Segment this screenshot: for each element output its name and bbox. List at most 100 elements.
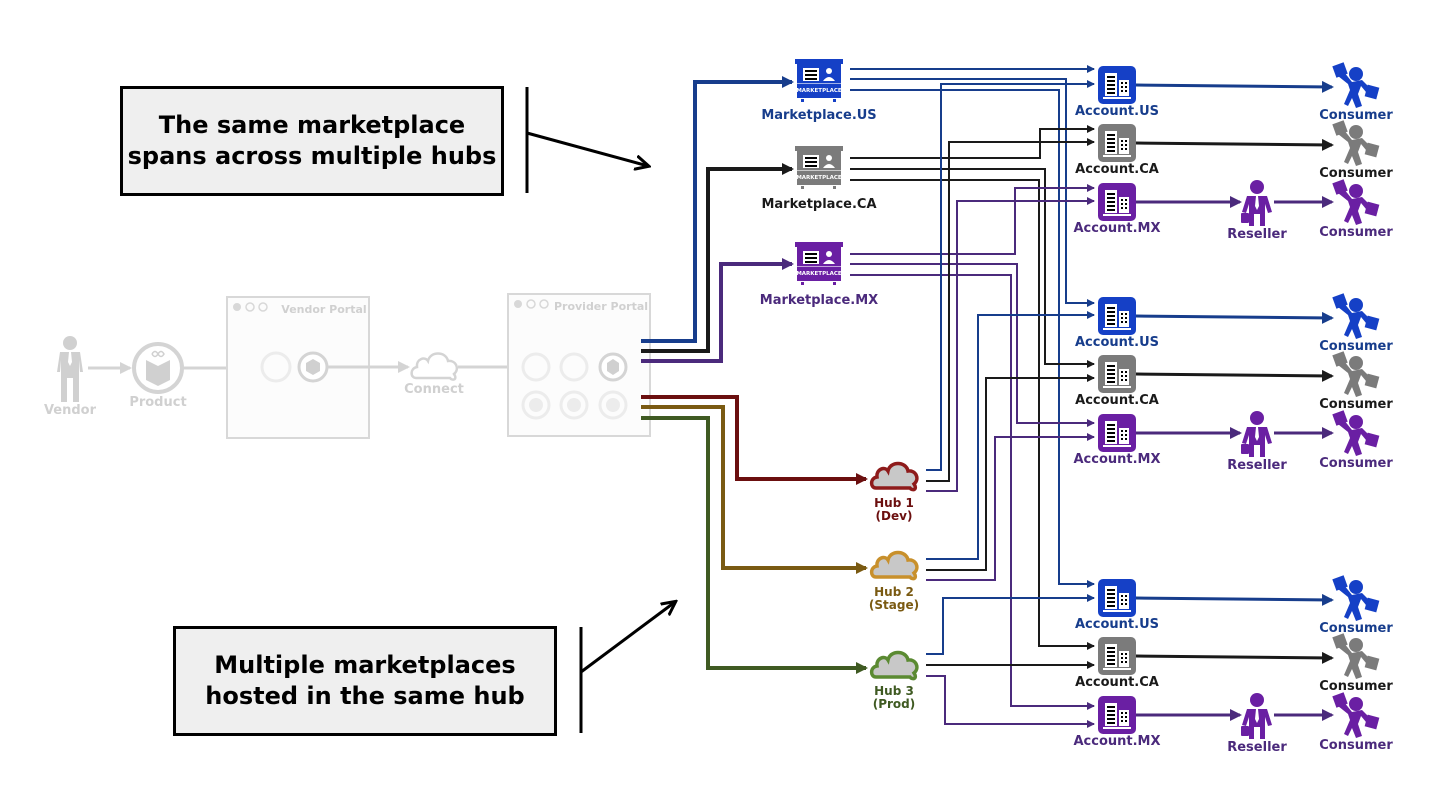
account-building-icon [1098, 66, 1136, 104]
reseller[interactable]: Reseller [1227, 693, 1287, 755]
consumer[interactable]: Consumer [1319, 179, 1393, 240]
account-building-icon [1098, 355, 1136, 393]
account-mx[interactable]: Account.MX [1073, 183, 1161, 236]
consumer[interactable]: Consumer [1319, 692, 1393, 753]
consumer-icon [1332, 575, 1380, 621]
reseller[interactable]: Reseller [1227, 411, 1287, 473]
account-label: Account.MX [1073, 734, 1160, 749]
account-to-consumer-link [1135, 80, 1334, 93]
marketplace-ca-label: Marketplace.CA [761, 197, 876, 212]
marketplace-mx[interactable]: MARKETPLACE Marketplace.MX [760, 242, 878, 308]
marketplace-badge: MARKETPLACE [796, 175, 842, 181]
provider-portal-label: Provider Portal [554, 300, 648, 313]
provider-to-hub-links [641, 395, 868, 674]
account-building-icon [1098, 414, 1136, 452]
account-label: Account.US [1075, 617, 1159, 632]
consumer-label: Consumer [1319, 166, 1393, 181]
hub-1[interactable]: Hub 1 (Dev) [869, 461, 919, 524]
reseller-label: Reseller [1227, 458, 1287, 473]
account-to-consumer-link [1135, 311, 1334, 324]
callout-bottom-line1: Multiple marketplaces [214, 651, 516, 679]
reseller-label: Reseller [1227, 740, 1287, 755]
account-building-icon [1098, 297, 1136, 335]
vendor-portal-label: Vendor Portal [281, 303, 366, 316]
account-to-consumer-link [1135, 593, 1334, 606]
account-building-icon [1098, 637, 1136, 675]
hub-2-cloud-icon [869, 550, 919, 581]
account-us[interactable]: Account.US [1075, 66, 1159, 119]
consumer[interactable]: Consumer [1319, 62, 1393, 123]
account-building-icon [1098, 183, 1136, 221]
consumer-icon [1332, 633, 1380, 679]
consumer-icon [1332, 62, 1380, 108]
product-icon [132, 342, 184, 394]
account-building-icon [1098, 696, 1136, 734]
account-us[interactable]: Account.US [1075, 297, 1159, 350]
hub-2-env: (Stage) [869, 598, 919, 612]
consumer-icon [1332, 410, 1380, 456]
consumer[interactable]: Consumer [1319, 293, 1393, 354]
hub-to-account-links [926, 80, 1095, 728]
account-to-consumer-link [1135, 138, 1334, 151]
consumer-label: Consumer [1319, 339, 1393, 354]
account-label: Account.MX [1073, 221, 1160, 236]
account-label: Account.CA [1075, 162, 1159, 177]
callout-multiple-marketplaces: Multiple marketplaces hosted in the same… [173, 626, 557, 736]
account-mx[interactable]: Account.MX [1073, 414, 1161, 467]
marketplace-us[interactable]: MARKETPLACE Marketplace.US [761, 59, 877, 123]
marketplace-ca[interactable]: MARKETPLACE Marketplace.CA [761, 146, 877, 212]
reseller-icon [1241, 693, 1272, 739]
hub-1-env: (Dev) [876, 509, 913, 523]
marketplace-mx-label: Marketplace.MX [760, 293, 878, 308]
callout-top-line2: spans across multiple hubs [127, 142, 497, 170]
consumer-icon [1332, 179, 1380, 225]
account-label: Account.US [1075, 104, 1159, 119]
account-mx[interactable]: Account.MX [1073, 696, 1161, 749]
consumer[interactable]: Consumer [1319, 410, 1393, 471]
callout-top-line1: The same marketplace [158, 111, 466, 139]
consumer-icon [1332, 120, 1380, 166]
account-building-icon [1098, 579, 1136, 617]
hub-3-env: (Prod) [873, 697, 916, 711]
hub-1-cloud-icon [869, 461, 919, 492]
marketplace-badge: MARKETPLACE [796, 271, 842, 277]
account-ca[interactable]: Account.CA [1075, 637, 1159, 690]
consumer[interactable]: Consumer [1319, 633, 1393, 694]
hub-2[interactable]: Hub 2 (Stage) [869, 550, 919, 613]
reseller-label: Reseller [1227, 227, 1287, 242]
marketplace-badge: MARKETPLACE [796, 88, 842, 94]
account-label: Account.US [1075, 335, 1159, 350]
consumer-label: Consumer [1319, 738, 1393, 753]
account-us[interactable]: Account.US [1075, 579, 1159, 632]
reseller-icon [1241, 411, 1272, 457]
provider-to-marketplace-links [641, 76, 794, 363]
consumer-icon [1332, 293, 1380, 339]
hub-3-cloud-icon [869, 650, 919, 681]
callout-top-arrow [526, 131, 648, 166]
consumer-icon [1332, 351, 1380, 397]
account-ca[interactable]: Account.CA [1075, 124, 1159, 177]
consumer[interactable]: Consumer [1319, 120, 1393, 181]
hub-3-name: Hub 3 [874, 684, 914, 698]
callout-bottom-line2: hosted in the same hub [205, 682, 525, 710]
consumer-label: Consumer [1319, 456, 1393, 471]
callout-bottom-arrow [580, 602, 675, 674]
marketplace-us-label: Marketplace.US [761, 108, 876, 123]
reseller-icon [1241, 180, 1272, 226]
account-to-consumer-link [1135, 369, 1334, 382]
vendor-icon [57, 336, 83, 402]
consumer-label: Consumer [1319, 225, 1393, 240]
account-label: Account.CA [1075, 393, 1159, 408]
provider-portal-window [507, 293, 651, 437]
consumer-icon [1332, 692, 1380, 738]
reseller[interactable]: Reseller [1227, 180, 1287, 242]
consumer[interactable]: Consumer [1319, 351, 1393, 412]
consumer-label: Consumer [1319, 397, 1393, 412]
hub-3[interactable]: Hub 3 (Prod) [869, 650, 919, 712]
consumer[interactable]: Consumer [1319, 575, 1393, 636]
account-ca[interactable]: Account.CA [1075, 355, 1159, 408]
